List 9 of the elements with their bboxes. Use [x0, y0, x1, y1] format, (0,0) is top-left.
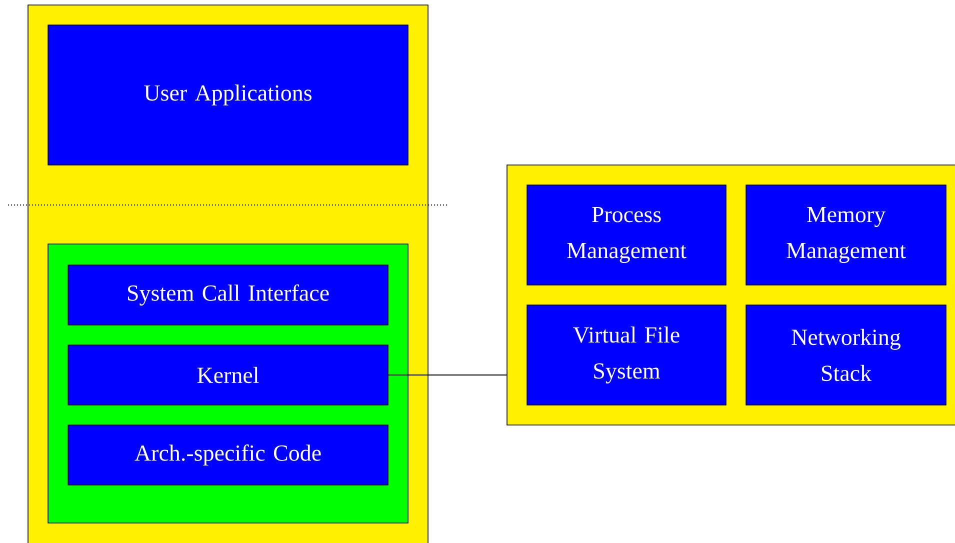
component-box: Memory Management	[746, 184, 946, 286]
connector-line	[388, 374, 508, 376]
component-box: Virtual File System	[526, 304, 726, 406]
component-box: Kernel	[68, 344, 388, 406]
component-box: Networking Stack	[746, 304, 946, 406]
component-box: User Applications	[48, 24, 408, 166]
component-box: Process Management	[526, 184, 726, 286]
component-box: Arch.-specific Code	[68, 424, 388, 486]
component-box: System Call Interface	[68, 264, 388, 326]
